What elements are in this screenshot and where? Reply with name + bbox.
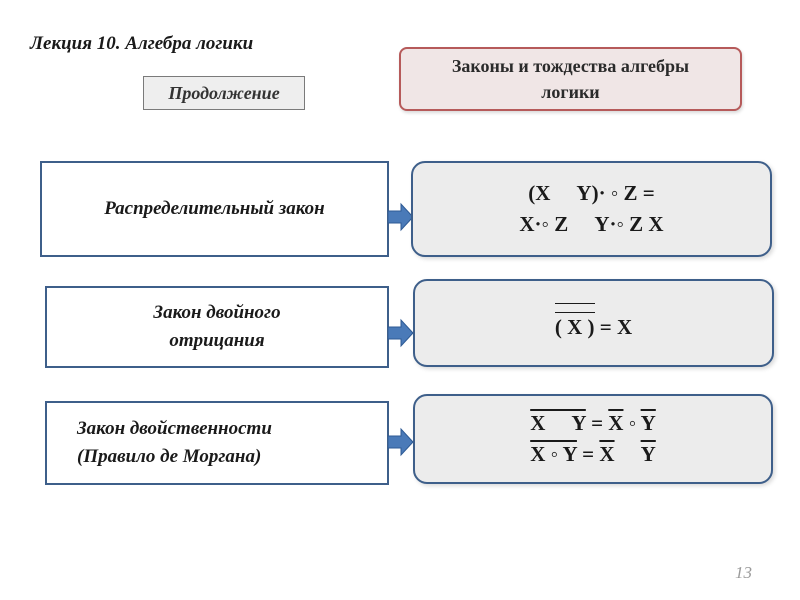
formula-line: X·◦ Z   Y·◦ Z X (519, 212, 664, 236)
laws-title-line1: Законы и тождества алгебры (451, 56, 690, 76)
arrow-right-icon (388, 427, 414, 457)
formula-box-de-morgan: X   Y = X ◦ Y X ◦ Y = X   Y (413, 394, 773, 484)
formula-negated-term: X   Y (530, 411, 586, 435)
formula-equals: = (585, 411, 609, 435)
law-name-text: Распределительный закон (104, 198, 325, 219)
formula-negated-y: Y (640, 411, 656, 435)
formula-equals: = (576, 442, 600, 466)
double-overline-group: ( X ) (554, 302, 595, 343)
law-name-double-negation: Закон двойного отрицания (45, 286, 389, 368)
arrow-right-icon (388, 318, 414, 348)
formula-paren: ( (554, 314, 562, 339)
formula-paren: ) (587, 314, 595, 339)
law-name-line2: (Правило де Моргана) (77, 446, 262, 467)
formula-operator: ◦ (623, 411, 641, 435)
formula-result: = X (599, 314, 633, 339)
laws-title-line2: логики (541, 82, 600, 102)
arrow-right-icon (388, 202, 414, 232)
formula-negated-y: Y (640, 442, 656, 466)
law-name-line2: отрицания (169, 330, 265, 351)
formula-line: X   Y = X ◦ Y (530, 408, 656, 439)
law-name-de-morgan: Закон двойственности (Правило де Моргана… (45, 401, 389, 485)
continue-label: Продолжение (168, 82, 280, 103)
formula-operator:   (614, 442, 641, 466)
formula-negated-term: X ◦ Y (530, 442, 577, 466)
formula-line: X ◦ Y = X   Y (530, 439, 656, 470)
continue-label-box: Продолжение (143, 76, 305, 110)
formula-negated-x: X (599, 442, 615, 466)
law-name-distributive: Распределительный закон (40, 161, 389, 257)
formula-line: (X   Y)· ◦ Z = (528, 181, 655, 205)
page-number: 13 (735, 563, 752, 582)
laws-title-box: Законы и тождества алгебры логики (399, 47, 742, 111)
lecture-title: Лекция 10. Алгебра логики (30, 33, 254, 54)
law-name-line1: Закон двойного (153, 302, 281, 323)
formula-variable: X (567, 314, 583, 339)
formula-negated-x: X (608, 411, 624, 435)
formula-line: ( X ) = X (554, 302, 633, 343)
formula-box-distributive: (X   Y)· ◦ Z = X·◦ Z   Y·◦ Z X (411, 161, 772, 257)
law-name-line1: Закон двойственности (77, 418, 272, 439)
formula-box-double-negation: ( X ) = X (413, 279, 774, 367)
